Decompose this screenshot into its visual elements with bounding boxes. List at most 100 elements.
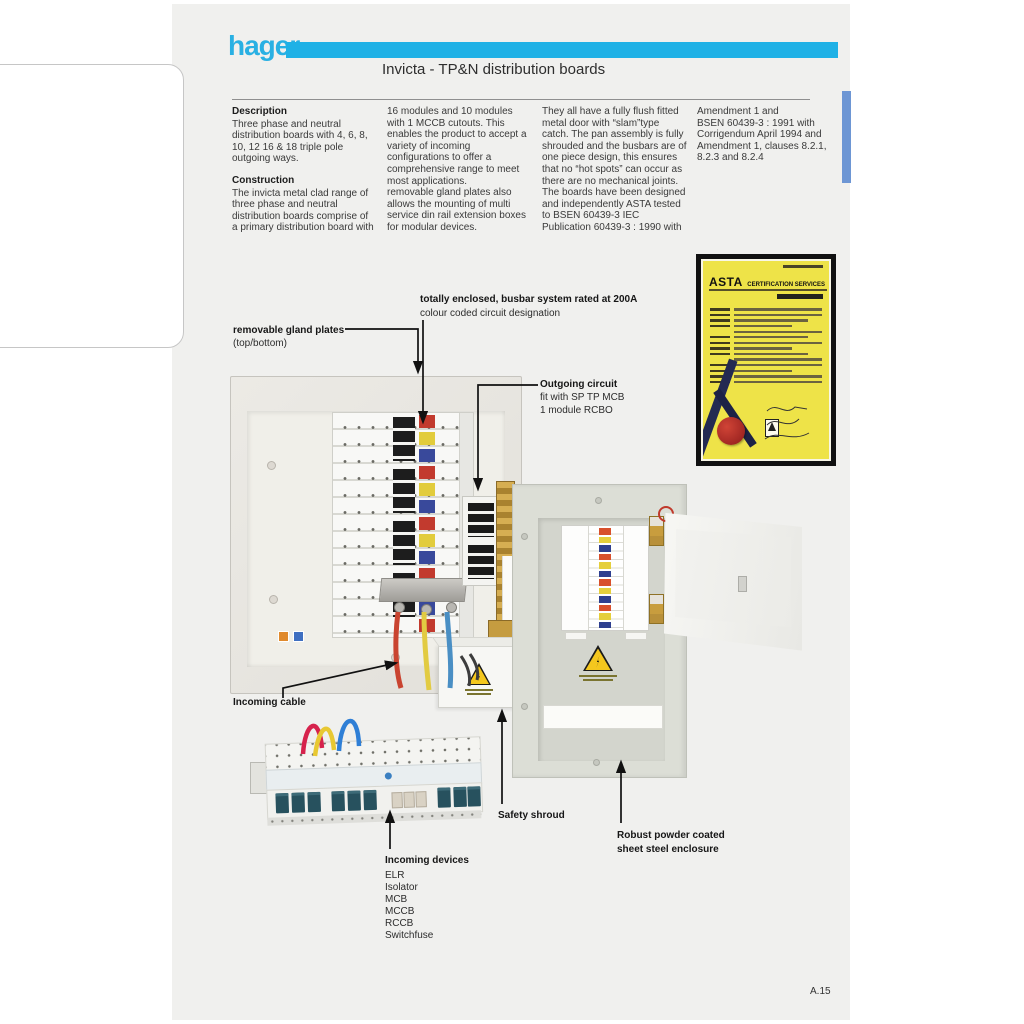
colour-coded-strip — [599, 528, 611, 630]
section-side-tab — [842, 91, 851, 183]
busbar-cell — [419, 568, 435, 581]
frame-screw — [595, 497, 602, 504]
switch-lever — [403, 791, 415, 808]
enclosure-open-door — [664, 512, 802, 651]
warning-label-text-line — [467, 693, 491, 695]
busbar-cell — [599, 553, 611, 560]
column3-body: They all have a fully flush fitted metal… — [542, 106, 687, 233]
door-hinge — [649, 516, 664, 546]
cert-text-line — [710, 347, 822, 350]
safety-shroud-box — [431, 637, 521, 708]
busbar-system-label: totally enclosed, busbar system rated at… — [420, 294, 638, 305]
incoming-device-item: MCCB — [385, 906, 415, 917]
switch-lever — [415, 791, 427, 808]
window-tab — [565, 632, 587, 640]
cert-text-line — [710, 324, 822, 328]
mounting-hole — [269, 595, 278, 604]
description-body: Three phase and neutral distribution boa… — [232, 118, 368, 165]
certificate-number-line — [783, 265, 823, 268]
frame-screw — [593, 759, 600, 766]
busbar-cell — [419, 432, 435, 445]
breaker-toggle — [291, 792, 306, 813]
incoming-cable-label: Incoming cable — [233, 697, 306, 708]
breaker-toggle — [347, 790, 362, 811]
busbar-cell — [599, 613, 611, 620]
busbar-cell — [599, 536, 611, 543]
warning-triangle-icon — [467, 663, 491, 685]
column4-body: Amendment 1 and BSEN 60439-3 : 1991 with… — [697, 106, 827, 164]
mcb-pole-stack — [468, 503, 494, 537]
terminal-nut — [446, 602, 457, 613]
intro-column-1: Description Three phase and neutral dist… — [232, 106, 382, 244]
colour-coded-busbar-strip — [419, 415, 435, 636]
page-content: hager Invicta - TP&N distribution boards… — [172, 4, 851, 1020]
cert-text-line — [710, 358, 822, 361]
cert-text-line — [710, 375, 822, 378]
construction-heading: Construction — [232, 174, 295, 186]
incoming-device-item: Isolator — [385, 882, 418, 893]
mcb-toggle-group — [393, 417, 415, 461]
mcb-toggle-group — [393, 469, 415, 513]
header-accent-bar — [286, 42, 838, 58]
cert-text-line — [710, 363, 822, 367]
busbar-cell — [599, 562, 611, 569]
certificate-org: ASTA — [709, 275, 743, 289]
cert-text-line — [710, 352, 822, 356]
column2-body: 16 modules and 10 modules with 1 MCCB cu… — [387, 106, 527, 233]
test-button — [384, 772, 392, 780]
phase-marker-orange — [278, 631, 289, 642]
incoming-devices-label: Incoming devices — [385, 855, 469, 866]
cert-text-line — [710, 369, 822, 372]
incoming-device-item: RCCB — [385, 918, 414, 929]
circuit-schedule-grid — [588, 526, 624, 630]
certificate-title: ASTA CERTIFICATION SERVICES — [709, 273, 825, 291]
cert-text-line — [710, 313, 822, 317]
busbar-cell — [599, 545, 611, 552]
warning-label-text-line — [579, 675, 617, 677]
door-hinge — [649, 594, 664, 624]
breaker-toggle — [467, 786, 481, 807]
outgoing-circuit-label: Outgoing circuit — [540, 379, 618, 390]
incoming-device-item: MCB — [385, 894, 408, 905]
frame-screw — [521, 703, 528, 710]
cert-text-line — [710, 319, 822, 322]
gland-plates-sublabel: (top/bottom) — [233, 338, 287, 349]
description-heading: Description — [232, 106, 288, 117]
construction-body: The invicta metal clad range of three ph… — [232, 187, 374, 234]
incoming-device-item: ELR — [385, 870, 405, 881]
enclosure-slot-cover — [543, 705, 663, 729]
busbar-cell — [599, 528, 611, 535]
mounting-hole — [391, 653, 400, 662]
busbar-cell — [599, 579, 611, 586]
terminal-nut — [394, 602, 405, 613]
frame-screw — [521, 533, 528, 540]
busbar-cell — [599, 604, 611, 611]
safety-shroud-label: Safety shroud — [498, 810, 565, 821]
certificate-wax-seal — [717, 417, 745, 445]
warning-triangle-icon — [583, 645, 613, 671]
busbar-cell — [599, 570, 611, 577]
shroud-top-face — [431, 637, 521, 647]
breaker-toggle — [331, 791, 346, 812]
busbar-cell — [419, 466, 435, 479]
mounting-hole — [267, 461, 276, 470]
busbar-cell — [419, 415, 435, 428]
warning-label-text-line — [583, 679, 613, 681]
certificate-subtitle-line — [709, 289, 827, 291]
outgoing-mcb-module — [462, 496, 500, 586]
busbar-cell — [419, 483, 435, 496]
asta-certificate: ASTA CERTIFICATION SERVICES — [696, 254, 836, 466]
certificate-ref-bar — [777, 294, 823, 299]
intro-column-2: 16 modules and 10 modules with 1 MCCB cu… — [387, 106, 537, 244]
certificate-paper: ASTA CERTIFICATION SERVICES — [701, 259, 831, 461]
incoming-devices-rail-photo — [264, 736, 484, 826]
busbar-cell — [419, 517, 435, 530]
door-handle — [738, 576, 747, 592]
distribution-board-enclosure-photo — [512, 484, 687, 778]
outgoing-circuit-line2: fit with SP TP MCB — [540, 392, 625, 403]
gland-plates-arrow — [345, 328, 424, 375]
neutral-terminal-bracket — [378, 578, 468, 602]
intro-column-4: Amendment 1 and BSEN 60439-3 : 1991 with… — [697, 106, 847, 174]
cert-text-line — [710, 308, 822, 311]
busbar-cell — [419, 449, 435, 462]
